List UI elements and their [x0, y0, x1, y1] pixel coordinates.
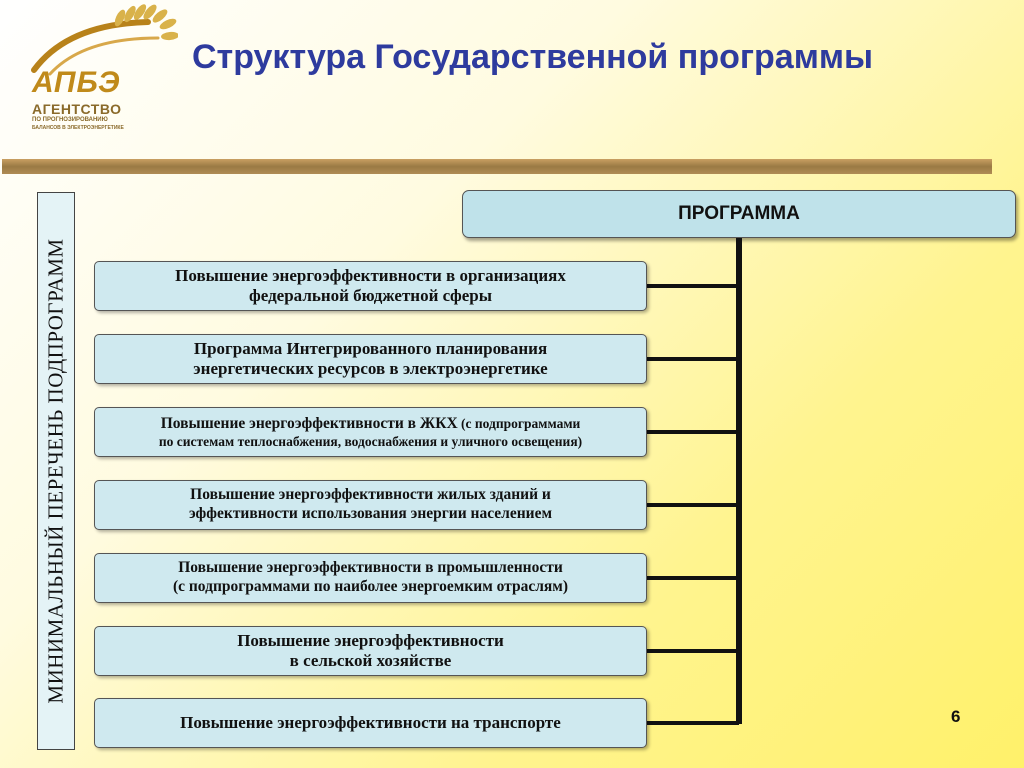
vertical-label: МИНИМАЛЬНЫЙ ПЕРЕЧЕНЬ ПОДПРОГРАММ	[43, 238, 68, 704]
logo-agency-name: АГЕНТСТВО	[32, 101, 122, 117]
subprogram-line: федеральной бюджетной сферы	[248, 286, 492, 305]
subprogram-residential-buildings: Повышение энергоэффективности жилых здан…	[94, 480, 647, 530]
page-number: 6	[951, 707, 961, 726]
subprogram-line: энергетических ресурсов в электроэнергет…	[193, 359, 548, 378]
page-title: Структура Государственной программы	[192, 38, 874, 76]
subprogram-line: (с подпрограммами по наиболее энергоемки…	[172, 578, 569, 595]
wheat-emblem-icon	[31, 4, 178, 76]
logo-abbreviation: АПБЭ	[32, 66, 121, 99]
connector-branch	[647, 721, 739, 725]
subprogram-line: Повышение энергоэффективности в промышле…	[178, 559, 563, 577]
logo-subtitle-2: БАЛАНСОВ В ЭЛЕКТРОЭНЕРГЕТИКЕ	[32, 125, 124, 131]
subprogram-line-note: (с подпрограммами	[457, 416, 581, 432]
connector-branch	[647, 576, 739, 580]
program-box: ПРОГРАММА	[462, 190, 1016, 238]
agency-logo: АПБЭ АГЕНТСТВО ПО ПРОГНОЗИРОВАНИЮ БАЛАНС…	[28, 4, 178, 132]
subprogram-line: Программа Интегрированного планирования	[193, 338, 548, 358]
subprogram-integrated-planning: Программа Интегрированного планирования …	[94, 334, 647, 384]
subprogram-line-main: Повышение энергоэффективности в ЖКХ	[160, 415, 458, 433]
subprogram-line: по системам теплоснабжения, водоснабжени…	[158, 433, 583, 449]
logo-subtitle-1: ПО ПРОГНОЗИРОВАНИЮ	[32, 117, 108, 123]
subprogram-budget-sector: Повышение энергоэффективности в организа…	[94, 261, 647, 311]
connector-branch	[647, 649, 739, 653]
subprogram-industry: Повышение энергоэффективности в промышле…	[94, 553, 647, 603]
connector-branch	[647, 357, 739, 361]
title-divider	[2, 159, 992, 174]
subprogram-line: Повышение энергоэффективности в организа…	[175, 265, 566, 285]
subprogram-housing-utilities: Повышение энергоэффективности в ЖКХ (с п…	[94, 407, 647, 457]
subprogram-agriculture: Повышение энергоэффективности в сельской…	[94, 626, 647, 676]
subprogram-line: эффективности использования энергии насе…	[188, 505, 553, 522]
subprogram-line: Повышение энергоэффективности	[237, 630, 504, 650]
subprogram-line: Повышение энергоэффективности в ЖКХ (с п…	[161, 414, 581, 434]
subprogram-list-label-box: МИНИМАЛЬНЫЙ ПЕРЕЧЕНЬ ПОДПРОГРАММ	[37, 192, 75, 750]
subprogram-line: Повышение энергоэффективности на транспо…	[180, 712, 561, 732]
connector-branch	[647, 430, 739, 434]
connector-branch	[647, 284, 739, 288]
subprogram-transport: Повышение энергоэффективности на транспо…	[94, 698, 647, 748]
connector-branch	[647, 503, 739, 507]
connector-trunk	[736, 238, 742, 724]
subprogram-line: Повышение энергоэффективности жилых здан…	[190, 486, 551, 504]
subprogram-line: в сельской хозяйстве	[289, 651, 452, 670]
